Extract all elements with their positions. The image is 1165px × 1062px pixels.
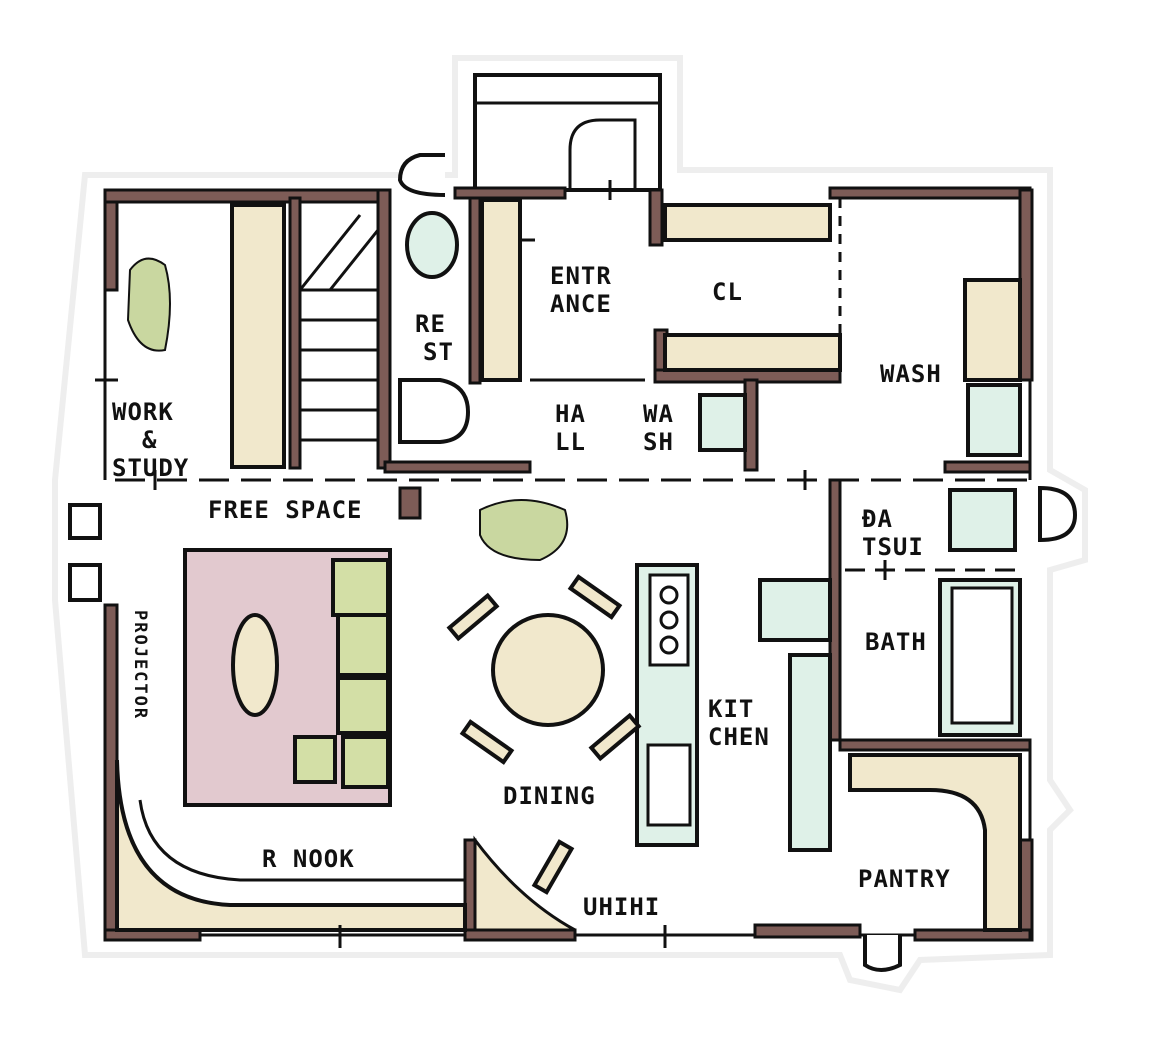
stairs xyxy=(298,214,380,442)
porch xyxy=(473,73,662,192)
room-label-closet: CL xyxy=(712,278,743,306)
label-line: WORK xyxy=(112,398,174,426)
label-line: ĐA xyxy=(862,505,893,533)
label-line: RE xyxy=(415,310,446,338)
label-line: SH xyxy=(643,428,674,456)
room-label-dining: DINING xyxy=(503,782,596,810)
label-line: LL xyxy=(555,428,586,456)
label-line: STUDY xyxy=(112,454,190,482)
toilets xyxy=(68,153,1078,972)
coffee-table xyxy=(231,613,279,717)
label-line: & xyxy=(142,426,158,454)
room-label-pantry: PANTRY xyxy=(858,865,951,893)
bathtub xyxy=(950,586,1014,725)
label-line: HA xyxy=(555,400,586,428)
room-label-bath: BATH xyxy=(865,628,927,656)
room-label-nook: R NOOK xyxy=(262,845,355,873)
plant-icon xyxy=(126,257,171,352)
pantry-shelf xyxy=(848,753,1022,932)
door-swing xyxy=(568,118,637,190)
label-line: ST xyxy=(423,338,454,366)
chairs xyxy=(446,574,642,895)
dining-table xyxy=(491,613,605,727)
room-label-wash: WASH xyxy=(880,360,942,388)
nook-bench xyxy=(115,759,467,932)
door-marks xyxy=(95,180,887,948)
projector-label: PROJECTOR xyxy=(130,610,150,721)
cabinets xyxy=(230,198,1022,469)
sofa xyxy=(293,558,390,789)
corner-shelf xyxy=(473,835,576,932)
room-label-uhihi: UHIHI xyxy=(583,893,661,921)
label-line: WA xyxy=(643,400,674,428)
label-line: ANCE xyxy=(550,290,612,318)
label-line: KIT xyxy=(708,695,755,723)
plant-icon xyxy=(479,499,569,562)
label-line: CHEN xyxy=(708,723,770,751)
room-label-work-study: WORK&STUDY xyxy=(112,398,189,482)
label-line: ENTR xyxy=(550,262,612,290)
stove xyxy=(646,573,692,827)
label-line: TSUI xyxy=(862,533,924,561)
room-label-free-space: FREE SPACE xyxy=(208,496,363,524)
